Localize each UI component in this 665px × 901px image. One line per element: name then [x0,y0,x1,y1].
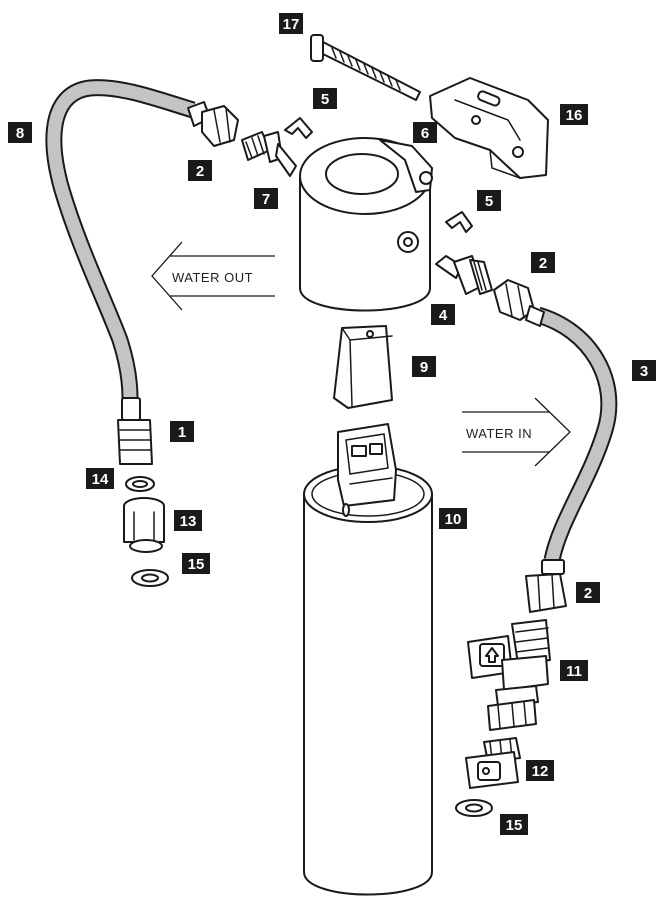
water-in-label: WATER IN [466,426,532,441]
svg-text:5: 5 [321,91,329,108]
water-out-label: WATER OUT [172,270,253,285]
callout-2-bottom: 2 [576,582,600,603]
hose-nut-bottom [525,559,567,613]
callout-10: 10 [439,508,467,529]
inlet-hose [535,306,618,562]
svg-text:13: 13 [180,513,197,530]
svg-text:17: 17 [283,16,300,33]
outlet-fitting [241,131,297,177]
retaining-clip-top [284,117,313,139]
callout-14: 14 [86,468,114,489]
callout-3: 3 [632,360,656,381]
callout-16: 16 [560,104,588,125]
svg-text:15: 15 [188,556,205,573]
hose-end-fitting [117,397,153,465]
svg-text:1: 1 [178,424,186,441]
callout-8: 8 [8,122,32,143]
callout-4: 4 [431,304,455,325]
svg-text:9: 9 [420,359,428,376]
svg-text:4: 4 [439,307,448,324]
svg-text:8: 8 [16,125,24,142]
svg-text:2: 2 [584,585,592,602]
adapter-13 [123,497,165,553]
shut-off-valve [467,619,551,731]
protective-cap [333,325,393,409]
callout-17: 17 [279,13,303,34]
svg-text:14: 14 [92,471,109,488]
callout-13: 13 [174,510,202,531]
svg-text:2: 2 [539,255,547,272]
callout-15-left: 15 [182,553,210,574]
svg-text:15: 15 [506,817,523,834]
svg-text:3: 3 [640,363,648,380]
callout-12: 12 [526,760,554,781]
svg-text:5: 5 [485,193,493,210]
callout-2-upper-left: 2 [188,160,212,181]
svg-text:11: 11 [566,663,582,680]
svg-text:6: 6 [421,125,429,142]
retaining-clip-right [445,211,473,233]
callout-2-right: 2 [531,252,555,273]
callout-7: 7 [254,188,278,209]
mounting-screw [310,34,421,101]
svg-text:10: 10 [445,511,462,528]
callout-11: 11 [560,660,588,681]
svg-text:12: 12 [532,763,549,780]
outlet-hose [45,79,196,399]
inlet-fitting [435,255,493,295]
svg-text:7: 7 [262,191,270,208]
svg-text:16: 16 [566,107,583,124]
washer-14 [125,476,155,492]
water-in-arrow: WATER IN [462,397,571,467]
callout-15-right: 15 [500,814,528,835]
mounting-bracket [429,77,549,179]
callout-5-top: 5 [313,88,337,109]
callout-9: 9 [412,356,436,377]
filter-cartridge [303,423,433,896]
water-out-arrow: WATER OUT [151,241,275,311]
hose-nut-upper-left [187,101,239,147]
callout-5-right: 5 [477,190,501,211]
washer-15-right [455,799,493,817]
connector-12 [465,737,521,789]
callout-1: 1 [170,421,194,442]
filter-head [299,137,433,312]
callout-6: 6 [413,122,437,143]
hose-nut-right [493,279,545,327]
washer-15-left [131,569,169,587]
svg-text:2: 2 [196,163,204,180]
